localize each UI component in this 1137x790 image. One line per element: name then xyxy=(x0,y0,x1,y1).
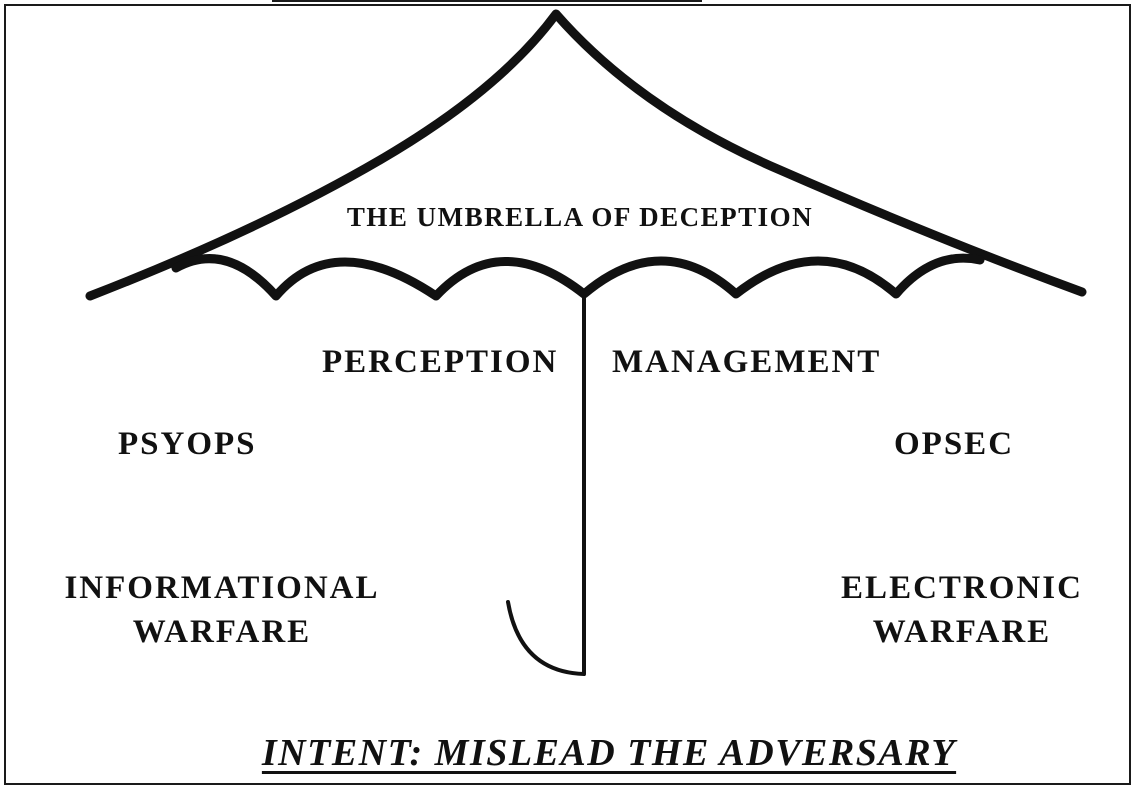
diagram-frame xyxy=(4,4,1131,785)
label-perception: PERCEPTION xyxy=(322,344,559,380)
label-electronic-line1: ELECTRONIC xyxy=(841,570,1083,606)
label-psyops: PSYOPS xyxy=(118,426,257,462)
label-electronic-line2: WARFARE xyxy=(872,614,1052,650)
label-management: MANAGEMENT xyxy=(612,344,882,380)
top-border-line xyxy=(272,0,702,5)
umbrella-canopy-outline xyxy=(85,9,1087,301)
label-informational-line2: WARFARE xyxy=(132,614,312,650)
intent-statement: INTENT: MISLEAD THE ADVERSARY xyxy=(261,732,957,774)
label-informational-warfare: INFORMATIONAL WARFARE xyxy=(52,566,392,654)
label-informational-line1: INFORMATIONAL xyxy=(64,570,380,606)
umbrella-scalloped-edge xyxy=(171,253,985,301)
label-electronic-warfare: ELECTRONIC WARFARE xyxy=(828,566,1096,654)
umbrella-handle xyxy=(506,600,586,676)
label-opsec: OPSEC xyxy=(894,426,1015,462)
footer-wrap: INTENT: MISLEAD THE ADVERSARY xyxy=(214,734,1004,772)
umbrella-title: THE UMBRELLA OF DECEPTION xyxy=(346,202,814,232)
